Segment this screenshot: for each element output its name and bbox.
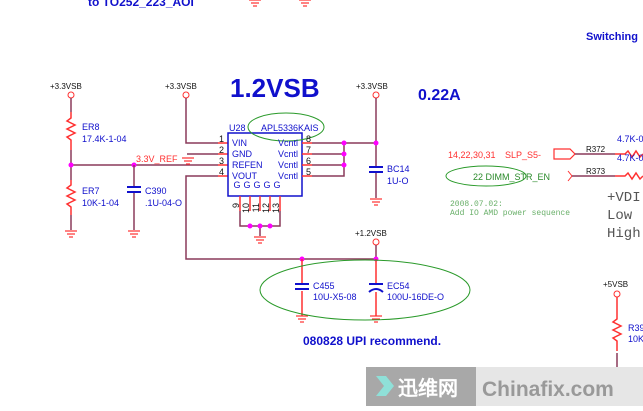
ground-pin-mark: G — [233, 180, 240, 190]
pin-name: VOUT — [232, 171, 258, 181]
er7-value: 10K-1-04 — [82, 198, 119, 208]
c455-ref: C455 — [313, 281, 335, 291]
pin-name: Vcntl — [278, 138, 298, 148]
slp-net: SLP_S5- — [505, 150, 541, 160]
pin-number: 2 — [219, 145, 224, 155]
pin-number: 3 — [219, 156, 224, 166]
svg-text:迅维网: 迅维网 — [398, 376, 458, 400]
er8-ref: ER8 — [82, 122, 100, 132]
vdd-line: High — [607, 226, 641, 242]
bc14-value: 1U-O — [387, 176, 409, 186]
ground-pin-mark: G — [263, 180, 270, 190]
pin-name: REFEN — [232, 160, 263, 170]
c390-ref: C390 — [145, 186, 167, 196]
net-3v3-ref: 3.3V_REF — [136, 154, 178, 164]
pin-number: 4 — [219, 167, 224, 177]
vdd-line: Low — [607, 208, 633, 224]
pin-name: Vcntl — [278, 160, 298, 170]
slp-pages: 14,22,30,31 — [448, 150, 496, 160]
note-date: 2008.07.02: — [450, 200, 503, 209]
pin-name: VIN — [232, 138, 247, 148]
pin-number: 6 — [306, 156, 311, 166]
r39-value: 10K — [628, 334, 643, 344]
dimm-net: 22 DIMM_STR_EN — [473, 172, 550, 182]
note-text: Add IO AMD power sequence — [450, 209, 570, 218]
bc14-ref: BC14 — [387, 164, 410, 174]
pin-number: 11 — [251, 203, 261, 212]
current-label: 0.22A — [418, 87, 461, 104]
pin-number: 7 — [306, 145, 311, 155]
rail-label: +3.3VSB — [356, 82, 388, 91]
pin-number: 8 — [306, 134, 311, 144]
upi-note: 080828 UPI recommend. — [303, 334, 441, 348]
pin-number: 13 — [271, 203, 281, 213]
c455-value: 10U-X5-08 — [313, 292, 357, 302]
pin-name: GND — [232, 149, 253, 159]
r373-ref: R373 — [586, 167, 606, 176]
pin-number: 5 — [306, 167, 311, 177]
rail-label: +3.3VSB — [50, 82, 82, 91]
rail-label: +5VSB — [603, 280, 628, 289]
ground-pin-mark: G — [273, 180, 280, 190]
vdd-line: +VDI — [607, 190, 641, 206]
ec54-value: 100U-16DE-O — [387, 292, 444, 302]
pin-number: 12 — [261, 203, 271, 213]
er8-value: 17.4K-1-04 — [82, 134, 127, 144]
ground-pin-mark: G — [253, 180, 260, 190]
r39-ref: R39 — [628, 323, 643, 333]
ec54-ref: EC54 — [387, 281, 410, 291]
pin-number: 1 — [219, 134, 224, 144]
svg-text:Chinafix.com: Chinafix.com — [482, 378, 614, 401]
r372-value: 4.7K-0 — [617, 134, 643, 144]
rail-label: +1.2VSB — [355, 229, 387, 238]
u28-ref: U28 — [229, 123, 246, 133]
r373-value: 4.7K-0 — [617, 153, 643, 163]
ground-pin-mark: G — [243, 180, 250, 190]
c390-value: .1U-04-O — [145, 198, 182, 208]
pin-name: Vcntl — [278, 171, 298, 181]
pin-name: Vcntl — [278, 149, 298, 159]
pin-number: 10 — [241, 203, 251, 213]
watermark: 迅维网 Chinafix.com — [366, 367, 643, 406]
pin-number: 9 — [231, 203, 241, 208]
title-1-2vsb: 1.2VSB — [230, 73, 320, 103]
switching-label: Switching — [586, 31, 638, 43]
rail-label: +3.3VSB — [165, 82, 197, 91]
er7-ref: ER7 — [82, 186, 100, 196]
r372-ref: R372 — [586, 145, 606, 154]
u28-part: APL5336KAIS — [261, 123, 319, 133]
top-note: to TO252_223_AOI — [88, 0, 194, 9]
power-port — [67, 91, 75, 99]
